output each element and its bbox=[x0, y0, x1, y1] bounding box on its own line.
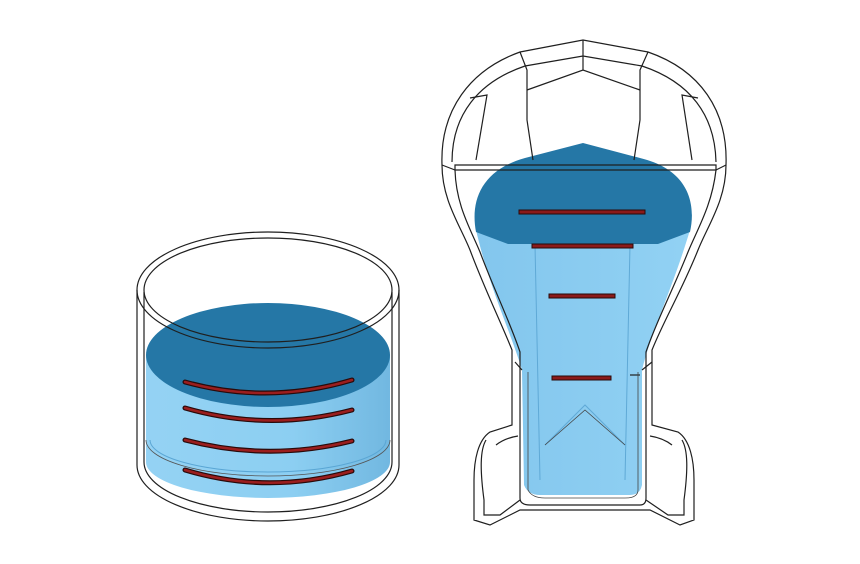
tank-liquid-surface bbox=[146, 303, 390, 407]
tank-electrode bbox=[183, 378, 354, 395]
flared-funnel-tank bbox=[441, 39, 727, 526]
funnel-electrode bbox=[548, 293, 616, 299]
funnel-electrodes bbox=[518, 209, 646, 381]
funnel-electrode bbox=[518, 209, 646, 215]
tank-electrodes bbox=[182, 377, 355, 486]
tank-electrode bbox=[183, 468, 354, 484]
funnel-liquid-channel bbox=[534, 244, 631, 481]
tank-electrode bbox=[183, 406, 354, 422]
tank-electrode bbox=[183, 438, 354, 453]
tank-liquid-inner-floor bbox=[149, 439, 387, 473]
funnel-electrode bbox=[551, 375, 612, 381]
funnel-liquid-body bbox=[476, 230, 690, 495]
funnel-liquid-surface bbox=[474, 143, 692, 244]
funnel-electrode bbox=[531, 243, 634, 249]
tank-glass-outline bbox=[136, 231, 400, 522]
funnel-glass-outline bbox=[441, 39, 727, 526]
cylindrical-tank bbox=[136, 231, 400, 522]
